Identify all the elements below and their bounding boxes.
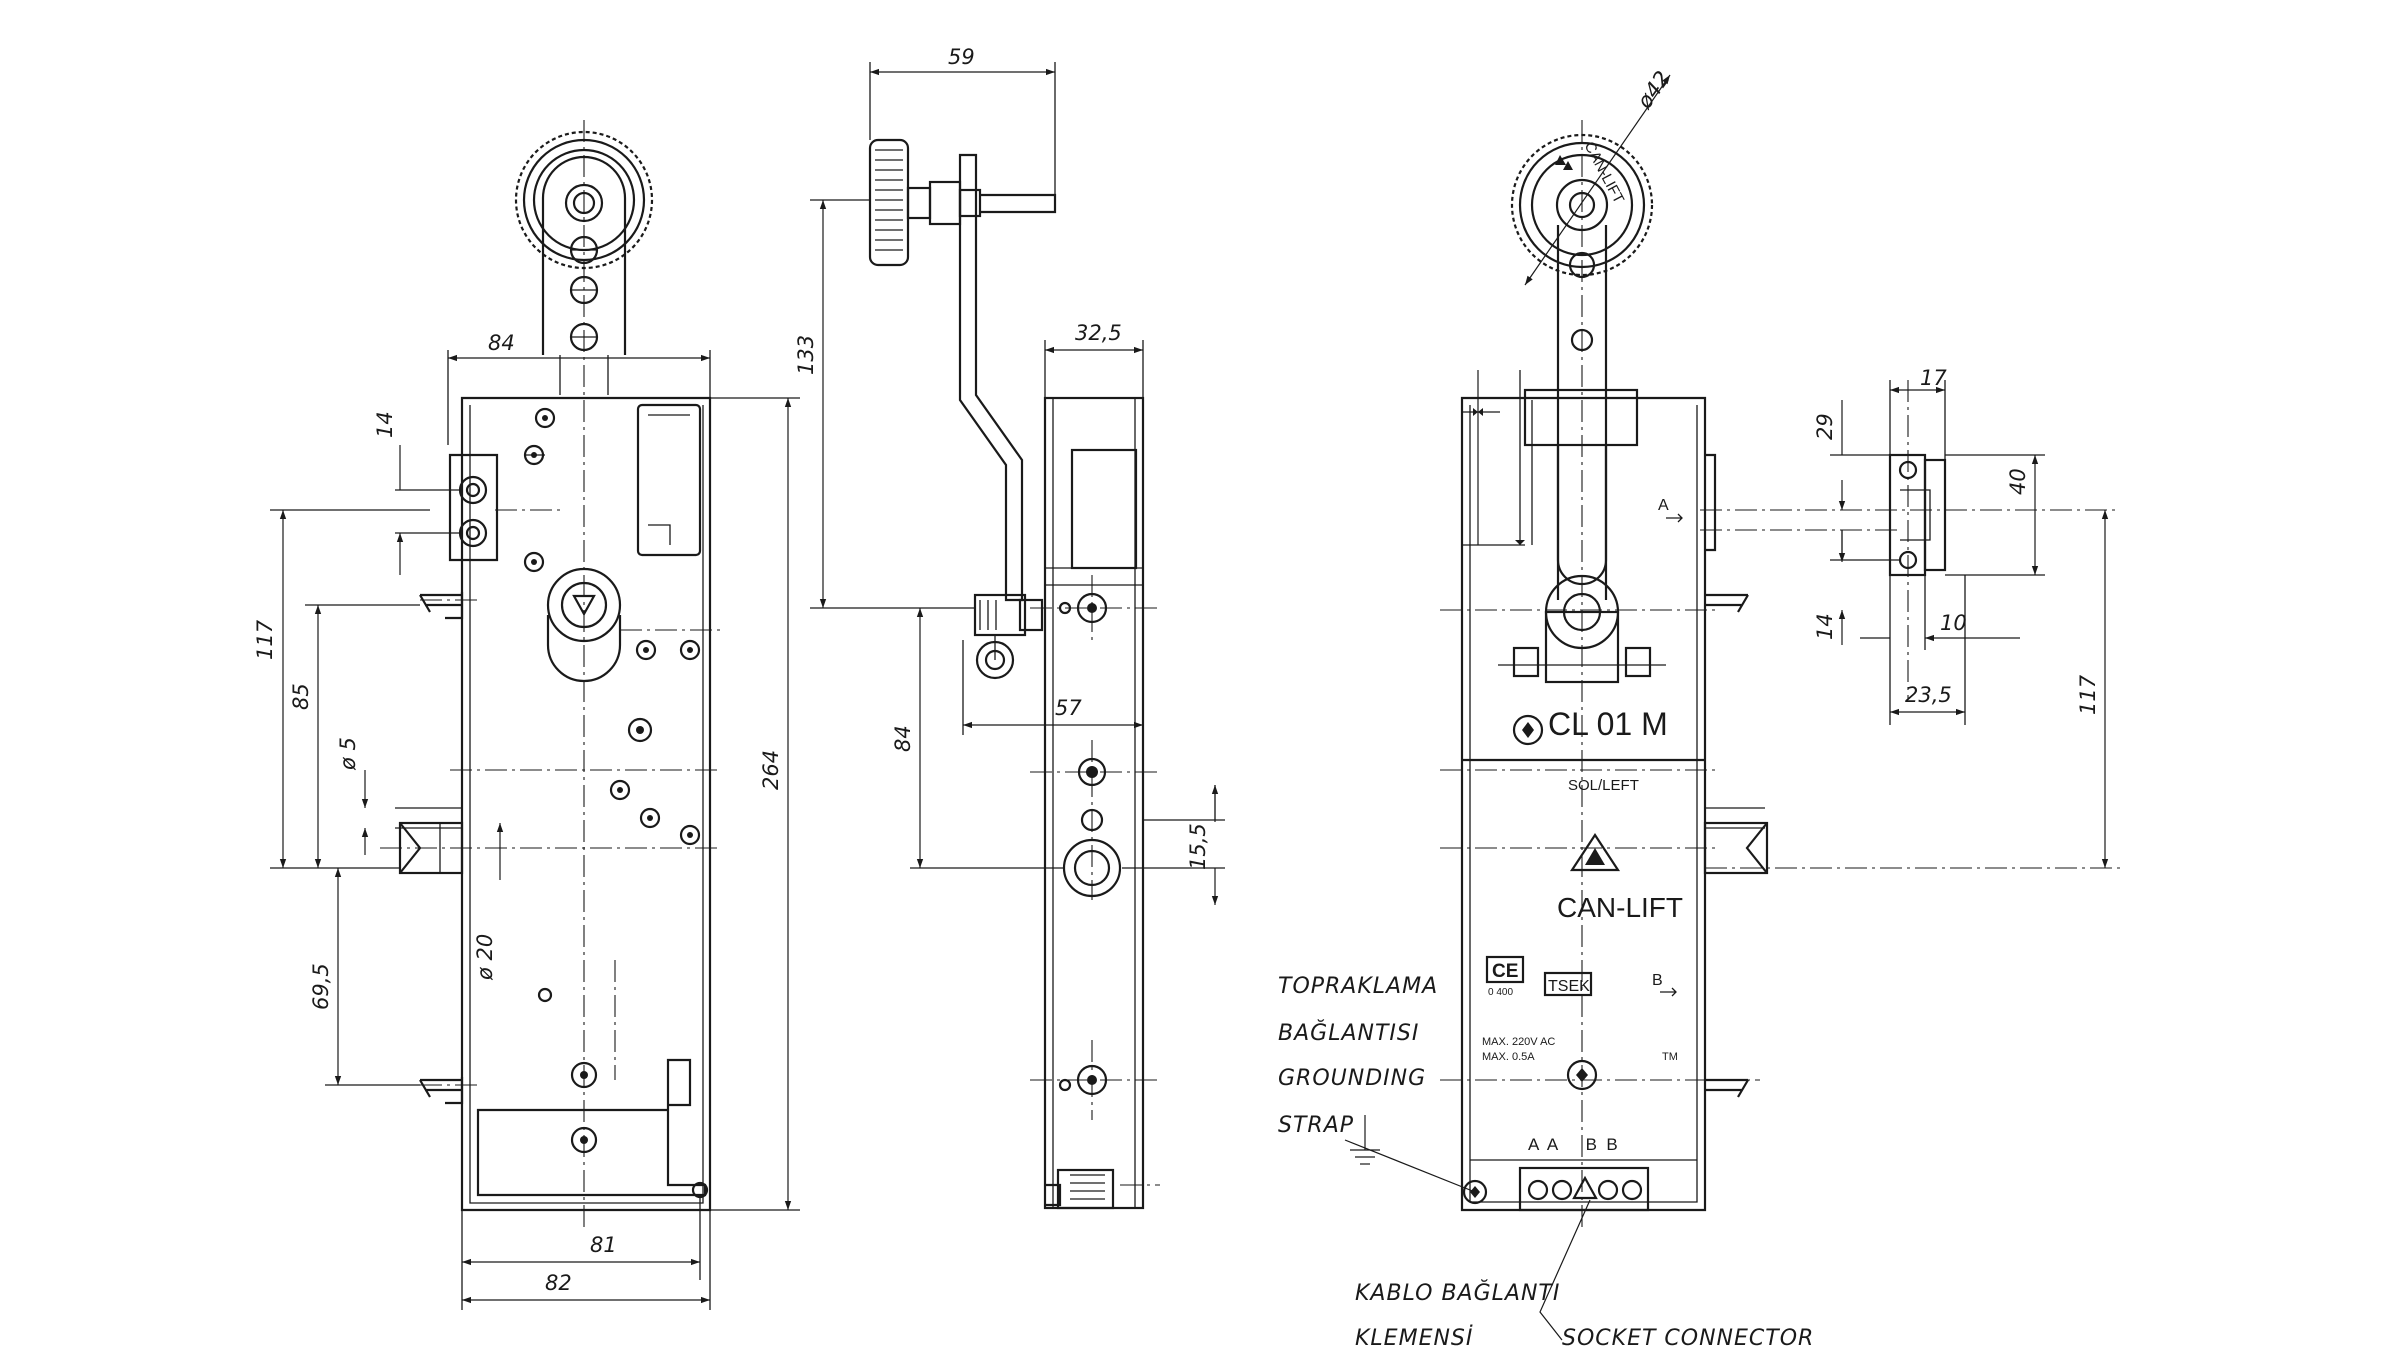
side-pivot (973, 593, 1044, 680)
dim-bracket-depth: 10 (1940, 611, 1967, 635)
front-dimensions: 84 14 117 85 ø 5 ø 20 69,5 264 8 (253, 331, 800, 1310)
dim-bottom-inner: 81 (590, 1233, 617, 1257)
right-view: CAN-LIFT (1440, 67, 2120, 1230)
ce-label: CE (1492, 961, 1518, 982)
grounding-label-4: STRAP (1278, 1113, 1354, 1138)
dim-bracket-height: 40 (2006, 468, 2030, 495)
side-dimensions: 59 133 32,5 57 84 15,5 (794, 45, 1225, 1208)
dim-height-left: 117 (253, 619, 277, 660)
dim-height-right: 117 (2076, 674, 2100, 715)
side-view: 59 133 32,5 57 84 15,5 (794, 45, 1225, 1210)
tse-label: TSEK (1548, 978, 1590, 995)
right-centerlines (1440, 120, 2120, 1230)
adjust-knob (868, 138, 1057, 267)
dim-bracket-total: 23,5 (1905, 683, 1952, 707)
dim-hole-dia: ø 5 (336, 737, 360, 771)
side-centerlines (1030, 575, 1160, 1186)
brand-label: CAN-LIFT (1557, 892, 1683, 923)
dim-height-mid: 85 (289, 683, 313, 710)
right-body: CL 01 M SOL/LEFT CAN-LIFT CE 0 400 TSEK … (1460, 396, 1769, 1212)
dim-lever-height: 133 (794, 335, 818, 375)
dim-body-depth: 32,5 (1075, 321, 1122, 345)
front-centerlines (380, 120, 720, 1230)
dim-shaft-dia: ø 20 (473, 934, 497, 981)
grounding-label-2: BAĞLANTISI (1278, 1020, 1419, 1046)
front-body (395, 396, 712, 1212)
front-view: 84 14 117 85 ø 5 ø 20 69,5 264 8 (253, 120, 800, 1310)
ce-code: 0 400 (1488, 987, 1513, 998)
dim-lever-reach: 59 (948, 45, 975, 69)
dim-lower-offset: 69,5 (309, 963, 333, 1010)
rating-2: MAX. 0.5A (1482, 1051, 1535, 1063)
terminal-labels: A A B B (1528, 1135, 1618, 1154)
dim-hole-pitch: 14 (1813, 613, 1837, 640)
dim-wheel-dia: ø42 (1632, 67, 1675, 114)
side-label: SOL/LEFT (1568, 777, 1639, 794)
dim-bracket-width: 17 (1920, 366, 1947, 390)
socket-label: SOCKET CONNECTOR (1562, 1326, 1814, 1350)
dim-bracket-offset: 29 (1813, 413, 1837, 440)
right-bracket (1888, 453, 1947, 577)
can-lift-logo-icon (1569, 832, 1621, 872)
tm-label: TM (1662, 1051, 1678, 1063)
side-body (1043, 396, 1145, 1210)
dim-pivot-offset: 57 (1055, 696, 1082, 720)
ce-mark-icon: CE 0 400 (1485, 955, 1525, 998)
contact-a-label: A (1658, 497, 1669, 514)
dim-pivot-height: 84 (891, 725, 915, 752)
contact-b-label: B (1652, 972, 1663, 989)
terminal-block (1518, 1166, 1650, 1212)
dim-bottom-outer: 82 (545, 1271, 572, 1295)
cable-label-2: KLEMENSİ (1355, 1325, 1473, 1350)
model-label: CL 01 M (1548, 706, 1668, 742)
grounding-label-1: TOPRAKLAMA (1278, 974, 1438, 999)
rating-1: MAX. 220V AC (1482, 1036, 1555, 1048)
callouts: TOPRAKLAMA BAĞLANTISI GROUNDING STRAP KA… (1278, 974, 1814, 1350)
dim-total-height: 264 (759, 750, 783, 790)
cable-label-1: KABLO BAĞLANTI (1355, 1280, 1560, 1306)
grounding-label-3: GROUNDING (1278, 1066, 1426, 1091)
ground-symbol-icon (1350, 1115, 1380, 1165)
dim-lower-gap: 15,5 (1186, 823, 1210, 870)
dim-hole-spacing: 14 (373, 411, 397, 438)
bent-lever (958, 153, 1024, 602)
dim-top-width: 84 (488, 331, 515, 355)
